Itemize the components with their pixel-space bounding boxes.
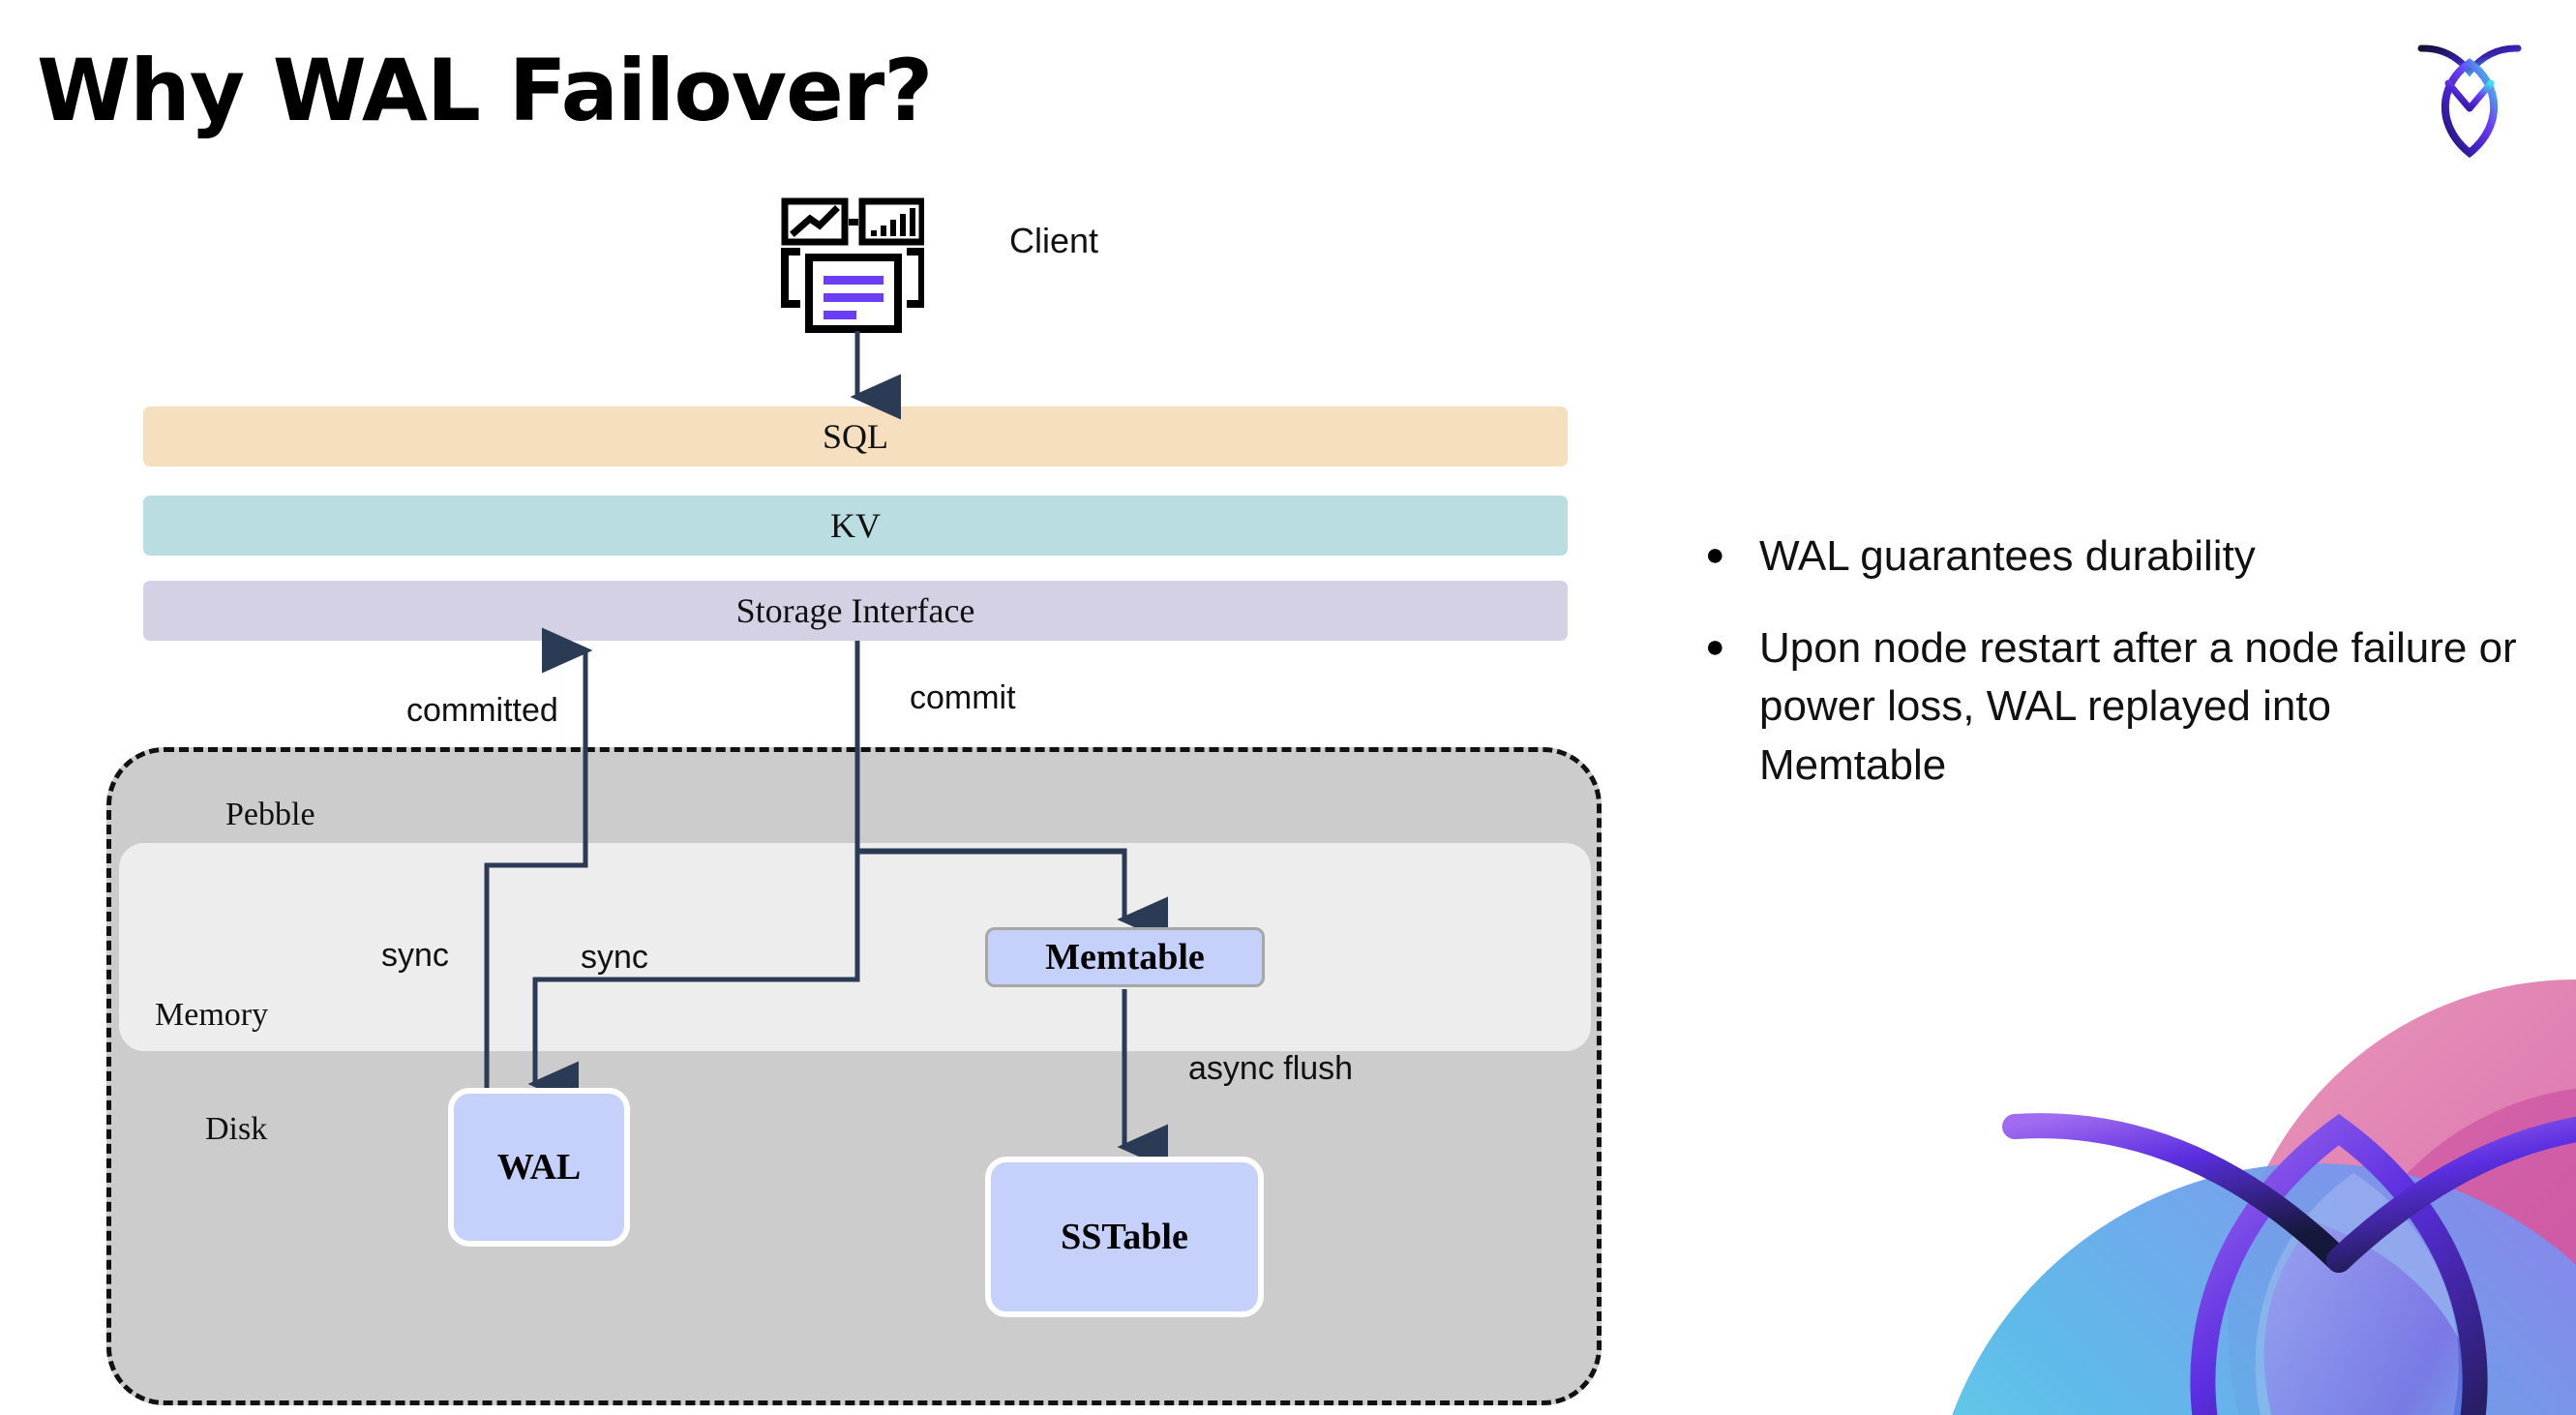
client-label: Client	[1009, 221, 1099, 260]
zone-label-pebble: Pebble	[225, 797, 315, 832]
architecture-diagram: Client SQL KV Storage Interface Pebble M…	[106, 194, 1602, 1405]
node-label-wal: WAL	[496, 1147, 582, 1188]
bullet-text: Upon node restart after a node failure o…	[1759, 623, 2517, 790]
node-wal: WAL	[448, 1088, 630, 1247]
list-item: ● WAL guarantees durability	[1705, 527, 2518, 587]
node-label-sstable: SSTable	[1061, 1217, 1188, 1257]
layer-bar-kv: KV	[143, 496, 1568, 556]
zone-label-disk: Disk	[205, 1111, 268, 1147]
layer-bar-storage-interface: Storage Interface	[143, 581, 1568, 641]
bullet-marker-icon: ●	[1705, 536, 1725, 573]
edge-sync-right	[527, 642, 860, 1107]
bullet-marker-icon: ●	[1705, 627, 1725, 665]
edge-label-sync-left: sync	[381, 937, 449, 974]
edge-label-async-flush: async flush	[1188, 1050, 1354, 1087]
layer-label-kv: KV	[830, 506, 881, 545]
layer-label-sql: SQL	[822, 417, 888, 456]
edge-label-committed: committed	[406, 692, 558, 729]
bullet-text: WAL guarantees durability	[1759, 532, 2256, 580]
list-item: ● Upon node restart after a node failure…	[1705, 619, 2518, 796]
client-dashboard-icon	[769, 194, 926, 337]
page-title: Why WAL Failover?	[37, 41, 933, 140]
node-memtable: Memtable	[985, 927, 1265, 987]
node-sstable: SSTable	[985, 1157, 1264, 1317]
zone-label-memory: Memory	[155, 997, 269, 1033]
node-label-memtable: Memtable	[1045, 937, 1205, 978]
edge-committed	[484, 627, 593, 1089]
cockroachdb-logo	[2411, 31, 2528, 159]
layer-label-storage-interface: Storage Interface	[735, 591, 975, 630]
decorative-logo-artwork	[1899, 873, 2576, 1415]
bullet-list: ● WAL guarantees durability ● Upon node …	[1705, 527, 2518, 828]
edge-label-sync-right: sync	[581, 939, 648, 976]
edge-label-commit: commit	[910, 679, 1016, 716]
